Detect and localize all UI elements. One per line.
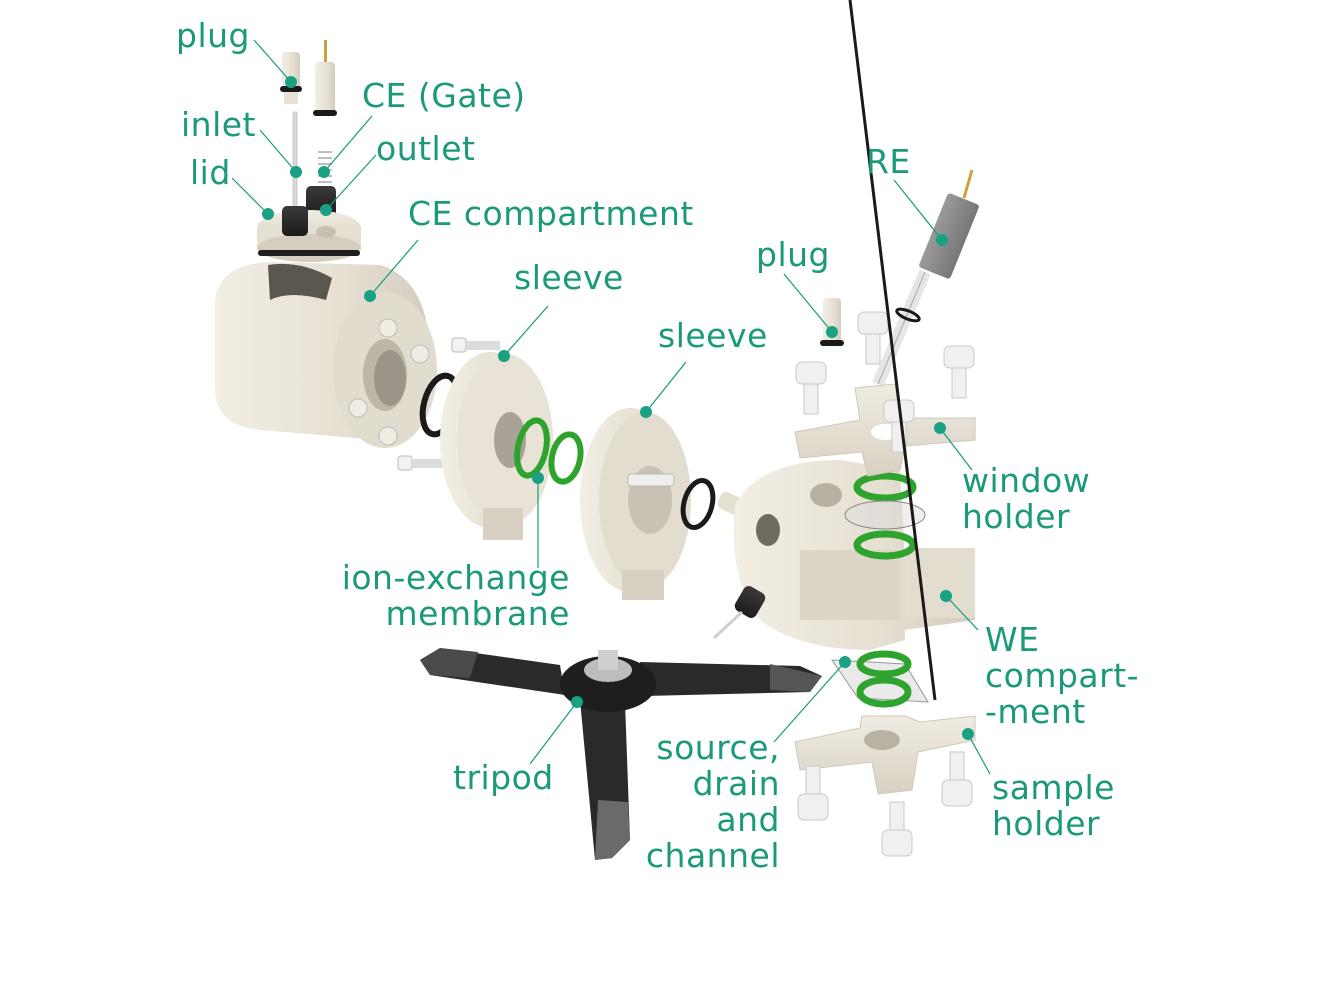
o-ring-green-1 <box>514 417 550 479</box>
leader-dot-ion-exchange-membrane <box>532 472 544 484</box>
leader-dot-plug-right <box>826 326 838 338</box>
tripod-part <box>420 648 822 860</box>
leader-line-tripod <box>529 701 578 765</box>
o-ring-green-window-1 <box>853 472 917 502</box>
leader-dot-source-drain-channel <box>839 656 851 668</box>
leader-dot-lid <box>262 208 274 220</box>
leader-line-plug-right <box>783 273 833 333</box>
label-plug-top: plug <box>176 16 250 55</box>
leader-line-re <box>893 179 943 241</box>
leader-line-inlet <box>259 129 297 173</box>
leader-dot-tripod <box>571 696 583 708</box>
label-ion-exchange-membrane: ion-exchange membrane <box>341 558 570 633</box>
leader-line-sleeve-2 <box>645 361 687 413</box>
leader-dot-re <box>936 234 948 246</box>
leader-line-window-holder <box>939 427 973 471</box>
leader-line-sleeve-1 <box>503 305 549 357</box>
leader-dot-window-holder <box>934 422 946 434</box>
leader-line-we-compartment <box>945 595 979 631</box>
leader-line-plug-top <box>253 39 292 83</box>
label-outlet: outlet <box>376 129 476 168</box>
sample-holder-part <box>794 715 976 795</box>
leader-dot-sleeve-1 <box>498 350 510 362</box>
leader-line-lid <box>231 177 269 215</box>
leader-line-ce-gate <box>323 115 373 173</box>
label-window-holder: window holder <box>962 461 1091 536</box>
leader-dot-plug-top <box>285 76 297 88</box>
label-sleeve-2: sleeve <box>658 316 768 355</box>
leader-lines <box>231 39 991 775</box>
label-source-drain-channel: source, drain and channel <box>645 728 780 875</box>
ce-compartment-body <box>215 262 437 448</box>
label-tripod: tripod <box>453 758 554 797</box>
leader-dot-sleeve-2 <box>640 406 652 418</box>
leader-line-sample-holder <box>967 733 991 775</box>
leader-line-source-drain-channel <box>773 661 846 743</box>
o-ring-green-window-2 <box>853 530 917 560</box>
leader-dot-ce-compartment <box>364 290 376 302</box>
reference-electrode <box>872 169 979 387</box>
leader-line-ce-compartment <box>369 239 419 297</box>
thumb-screws-top <box>795 311 975 453</box>
leader-dot-inlet <box>290 166 302 178</box>
label-sample-holder: sample holder <box>992 768 1115 843</box>
sleeve-1-part <box>440 352 553 540</box>
label-ce-compartment: CE compartment <box>408 194 694 233</box>
label-lid: lid <box>190 153 231 192</box>
leader-dot-ce-gate <box>318 166 330 178</box>
label-sleeve-1: sleeve <box>514 258 624 297</box>
leader-dot-outlet <box>320 204 332 216</box>
leader-line-outlet <box>325 154 377 211</box>
leader-dot-sample-holder <box>962 728 974 740</box>
label-inlet: inlet <box>181 105 256 144</box>
ce-top-assembly <box>257 40 361 262</box>
we-compartment-part <box>712 460 975 650</box>
label-re: RE <box>866 142 911 181</box>
sleeve-screws <box>397 337 500 471</box>
label-ce-gate: CE (Gate) <box>362 76 526 115</box>
thumb-screws-bottom <box>797 751 973 857</box>
sleeve-2-part <box>580 408 751 600</box>
label-plug-right: plug <box>756 235 830 274</box>
leader-dot-we-compartment <box>940 590 952 602</box>
o-ring-green-2 <box>548 431 584 485</box>
label-we-compartment: WE compart- -ment <box>985 620 1140 731</box>
